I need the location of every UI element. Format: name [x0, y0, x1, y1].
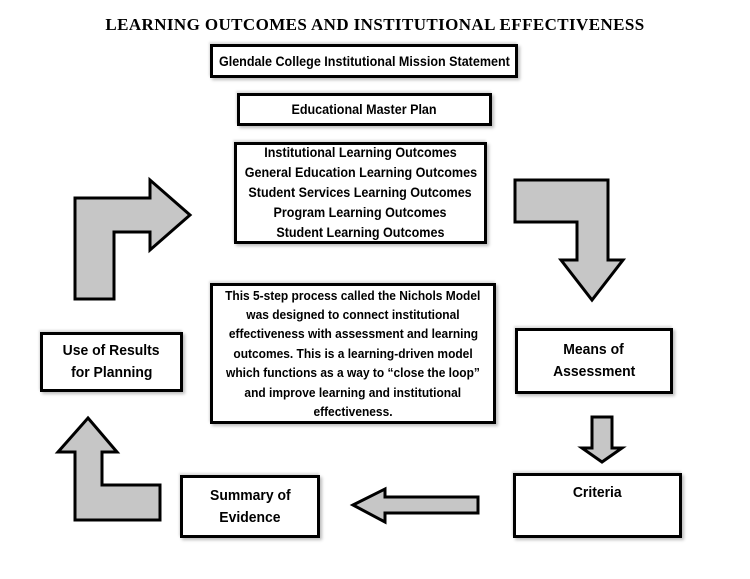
nichols-description-line: This 5-step process called the Nichols M…: [225, 287, 481, 303]
criteria-box: Criteria: [513, 473, 682, 538]
use-of-results-label-line: Use of Results: [63, 342, 160, 359]
nichols-description-line: and improve learning and institutional: [244, 384, 462, 400]
arrow-outcomes-to-means-icon: [513, 178, 627, 303]
outcomes-line: Institutional Learning Outcomes: [264, 145, 457, 160]
educational-master-plan-box: Educational Master Plan: [237, 93, 492, 126]
nichols-description-line: outcomes. This is a learning-driven mode…: [233, 345, 473, 361]
educational-master-plan-label: Educational Master Plan: [291, 102, 438, 117]
nichols-model-description-box: This 5-step process called the Nichols M…: [210, 283, 496, 424]
learning-outcomes-box: Institutional Learning Outcomes General …: [234, 142, 487, 244]
outcomes-line: Program Learning Outcomes: [273, 205, 448, 220]
mission-statement-box: Glendale College Institutional Mission S…: [210, 44, 518, 78]
outcomes-line: General Education Learning Outcomes: [244, 165, 477, 180]
criteria-label: Criteria: [573, 484, 622, 501]
summary-of-evidence-box: Summary of Evidence: [180, 475, 320, 538]
mission-statement-label: Glendale College Institutional Mission S…: [218, 53, 510, 69]
arrow-summary-to-use-icon: [54, 415, 162, 522]
arrow-criteria-to-summary-icon: [349, 486, 480, 525]
means-of-assessment-label-line: Means of: [563, 341, 625, 358]
page-title: LEARNING OUTCOMES AND INSTITUTIONAL EFFE…: [105, 15, 645, 34]
outcomes-line: Student Learning Outcomes: [276, 225, 445, 240]
nichols-description-line: which functions as a way to “close the l…: [226, 365, 480, 381]
summary-of-evidence-label-line: Summary of: [209, 486, 291, 504]
means-of-assessment-box: Means of Assessment: [515, 328, 673, 394]
arrow-means-to-criteria-icon: [577, 415, 627, 464]
use-of-results-box: Use of Results for Planning: [40, 332, 183, 392]
nichols-description-line: was designed to connect institutional: [246, 306, 460, 322]
arrow-use-to-outcomes-icon: [73, 176, 193, 301]
nichols-description-line: effectiveness with assessment and learni…: [228, 326, 478, 342]
nichols-description-line: effectiveness.: [313, 404, 393, 420]
use-of-results-label-line: for Planning: [70, 364, 153, 381]
means-of-assessment-label-line: Assessment: [552, 363, 636, 380]
outcomes-line: Student Services Learning Outcomes: [248, 185, 473, 200]
summary-of-evidence-label-line: Evidence: [219, 508, 281, 526]
